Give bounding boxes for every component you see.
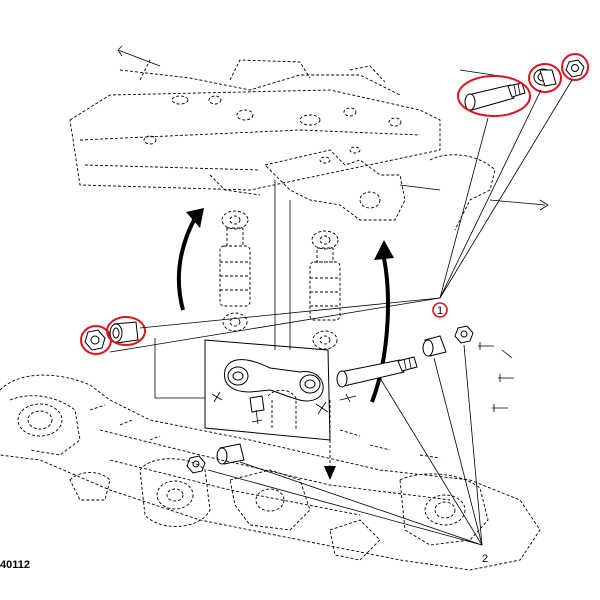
down-arrow — [324, 400, 336, 480]
highlight-left-bushing — [106, 316, 146, 346]
upper-pin — [457, 75, 531, 117]
callout-1-ring — [432, 302, 448, 318]
callout-1-leaders — [109, 79, 573, 353]
callout-2-label: 2 — [482, 553, 488, 565]
lower-nut-left — [186, 455, 206, 474]
upper-bushing — [528, 63, 562, 93]
shock-absorber-right — [309, 230, 341, 350]
figure-number: 40112 — [0, 559, 30, 571]
motion-arrow-right — [370, 240, 394, 403]
upper-chassis-frame — [69, 45, 549, 231]
left-bushing — [106, 316, 146, 346]
motion-arrow-left — [176, 208, 204, 311]
link-mount-plate — [204, 339, 331, 441]
front-axle-housing — [0, 374, 541, 571]
callout-1-label: 1 — [437, 305, 443, 317]
upper-nut — [561, 53, 589, 81]
lower-bushing-left — [216, 443, 245, 465]
small-bolts — [339, 342, 514, 412]
lower-bushing-right — [422, 335, 447, 357]
lower-nut-right — [454, 325, 474, 344]
highlight-upper-nut — [561, 53, 589, 81]
highlight-upper-bushing — [528, 63, 562, 93]
callout-2-leaders — [207, 344, 483, 546]
lower-pin — [336, 356, 418, 388]
shock-absorber-left — [219, 210, 251, 332]
highlight-upper-pin — [457, 75, 531, 117]
